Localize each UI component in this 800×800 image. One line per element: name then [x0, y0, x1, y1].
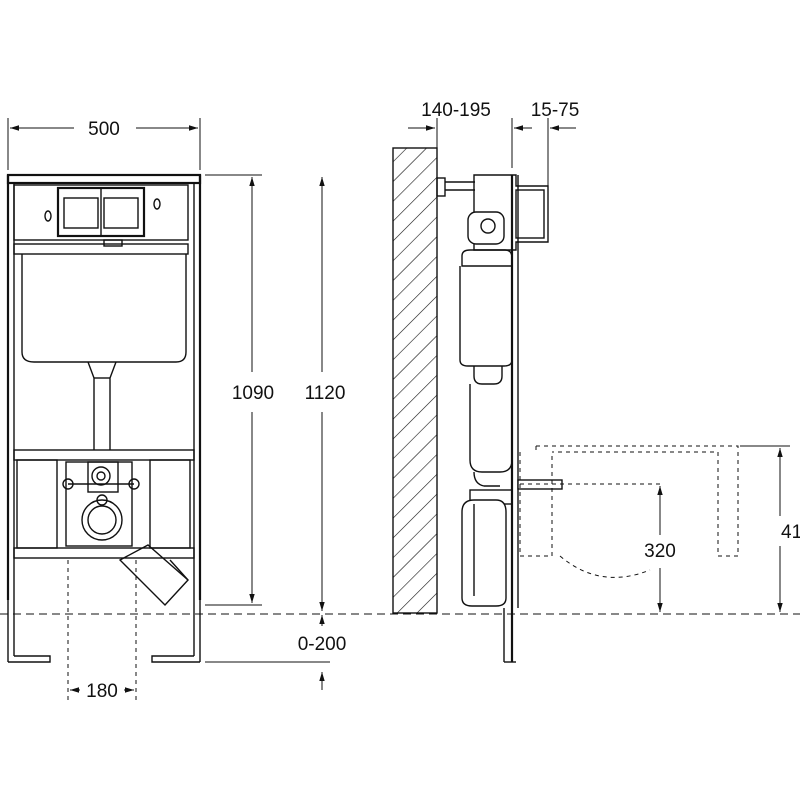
dim-label-1120: 1120 — [305, 383, 346, 404]
side-view — [392, 147, 739, 663]
dim-bowl-height: 410 — [740, 445, 800, 612]
dim-label-1090: 1090 — [232, 383, 274, 404]
dim-height-1120: 1120 — [305, 177, 346, 611]
dim-label-0-200: 0-200 — [298, 634, 347, 655]
wall-section — [392, 147, 438, 614]
dim-height-1090: 1090 — [205, 174, 274, 606]
frame-top-rail — [6, 173, 202, 185]
dim-panel-depth: 15-75 — [531, 100, 580, 186]
dim-outlet-height: 320 — [644, 486, 676, 612]
dim-label-500: 500 — [88, 119, 120, 140]
dim-floor-adjust: 0-200 — [298, 615, 347, 690]
dim-wall-gap: 140-195 — [408, 100, 532, 168]
dim-outlet-offset: 180 — [67, 560, 137, 702]
dim-label-180: 180 — [86, 681, 118, 702]
dim-frame-width: 500 — [7, 118, 201, 170]
dim-label-410: 410 — [781, 522, 800, 543]
dim-label-15-75: 15-75 — [531, 100, 580, 121]
dim-label-140-195: 140-195 — [421, 100, 491, 121]
dim-label-320: 320 — [644, 541, 676, 562]
front-view — [6, 173, 202, 663]
